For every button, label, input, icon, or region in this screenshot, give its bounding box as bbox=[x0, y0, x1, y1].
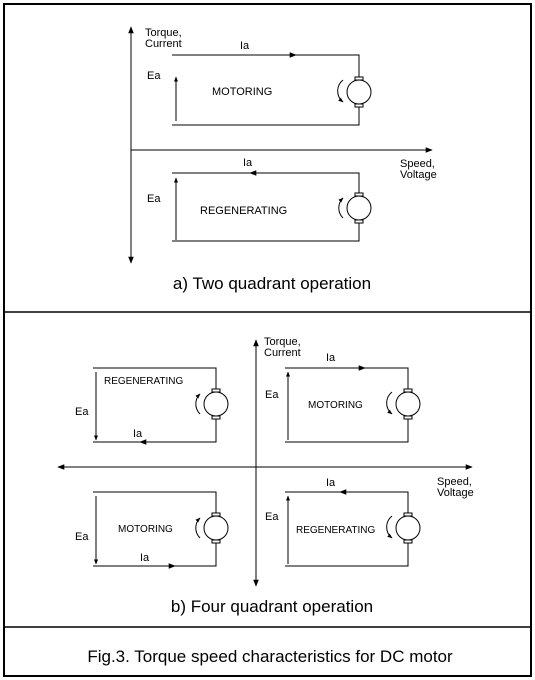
mode-label: MOTORING bbox=[308, 400, 363, 411]
regenerating-circuit: Ia Ea REGENERATING bbox=[147, 157, 372, 242]
emf-label: Ea bbox=[75, 406, 89, 418]
torque-axis-label: Torque, bbox=[145, 27, 182, 39]
caption-two-quadrant: a) Two quadrant operation bbox=[173, 274, 371, 293]
speed-axis-label: Speed, bbox=[400, 158, 435, 170]
mode-label: REGENERATING bbox=[296, 525, 375, 536]
emf-label: Ea bbox=[75, 531, 89, 543]
motoring-circuit: Ia Ea MOTORING bbox=[75, 491, 229, 569]
caption-four-quadrant: b) Four quadrant operation bbox=[171, 597, 373, 616]
dc-motor-icon bbox=[203, 388, 229, 420]
figure-border bbox=[3, 3, 532, 677]
dc-motor-icon bbox=[395, 388, 421, 420]
torque-axis-label: Current bbox=[264, 347, 301, 359]
mode-label: REGENERATING bbox=[104, 376, 183, 387]
rotation-arrow-icon bbox=[338, 197, 344, 219]
emf-label: Ea bbox=[147, 70, 161, 82]
rotation-arrow-icon bbox=[386, 391, 393, 415]
dc-motor-icon bbox=[346, 76, 372, 108]
rotation-arrow-icon bbox=[337, 79, 344, 103]
regenerating-circuit: Ia Ea REGENERATING bbox=[75, 367, 229, 445]
current-label: Ia bbox=[133, 428, 143, 440]
current-label: Ia bbox=[243, 157, 253, 169]
regenerating-circuit: Ia Ea REGENERATING bbox=[265, 477, 421, 567]
motoring-circuit: Ia Ea MOTORING bbox=[147, 40, 372, 126]
current-label: Ia bbox=[326, 352, 336, 364]
emf-label: Ea bbox=[147, 193, 161, 205]
emf-label: Ea bbox=[265, 389, 279, 401]
current-label: Ia bbox=[140, 552, 150, 564]
mode-label: MOTORING bbox=[118, 524, 173, 535]
torque-axis-label: Torque, bbox=[264, 336, 301, 348]
figure-caption: Fig.3. Torque speed characteristics for … bbox=[87, 647, 453, 666]
dc-motor-icon bbox=[346, 192, 372, 224]
rotation-arrow-icon bbox=[386, 515, 393, 539]
speed-axis-label: Voltage bbox=[400, 169, 437, 181]
four-quadrant-diagram: Torque, Current Speed, Voltage Ia Ea MOT… bbox=[57, 336, 474, 616]
two-quadrant-diagram: Torque, Current Speed, Voltage Ia Ea MOT… bbox=[128, 26, 437, 293]
current-label: Ia bbox=[240, 40, 250, 52]
rotation-arrow-icon bbox=[195, 517, 201, 539]
current-label: Ia bbox=[326, 477, 336, 489]
mode-label: MOTORING bbox=[212, 86, 272, 98]
speed-axis-label: Voltage bbox=[437, 487, 474, 499]
dc-motor-icon bbox=[203, 512, 229, 544]
motoring-circuit: Ia Ea MOTORING bbox=[265, 352, 421, 443]
rotation-arrow-icon bbox=[195, 393, 201, 415]
dc-motor-icon bbox=[395, 512, 421, 544]
torque-axis-label: Current bbox=[145, 38, 182, 50]
speed-axis-label: Speed, bbox=[437, 476, 472, 488]
emf-label: Ea bbox=[265, 511, 279, 523]
mode-label: REGENERATING bbox=[200, 205, 287, 217]
